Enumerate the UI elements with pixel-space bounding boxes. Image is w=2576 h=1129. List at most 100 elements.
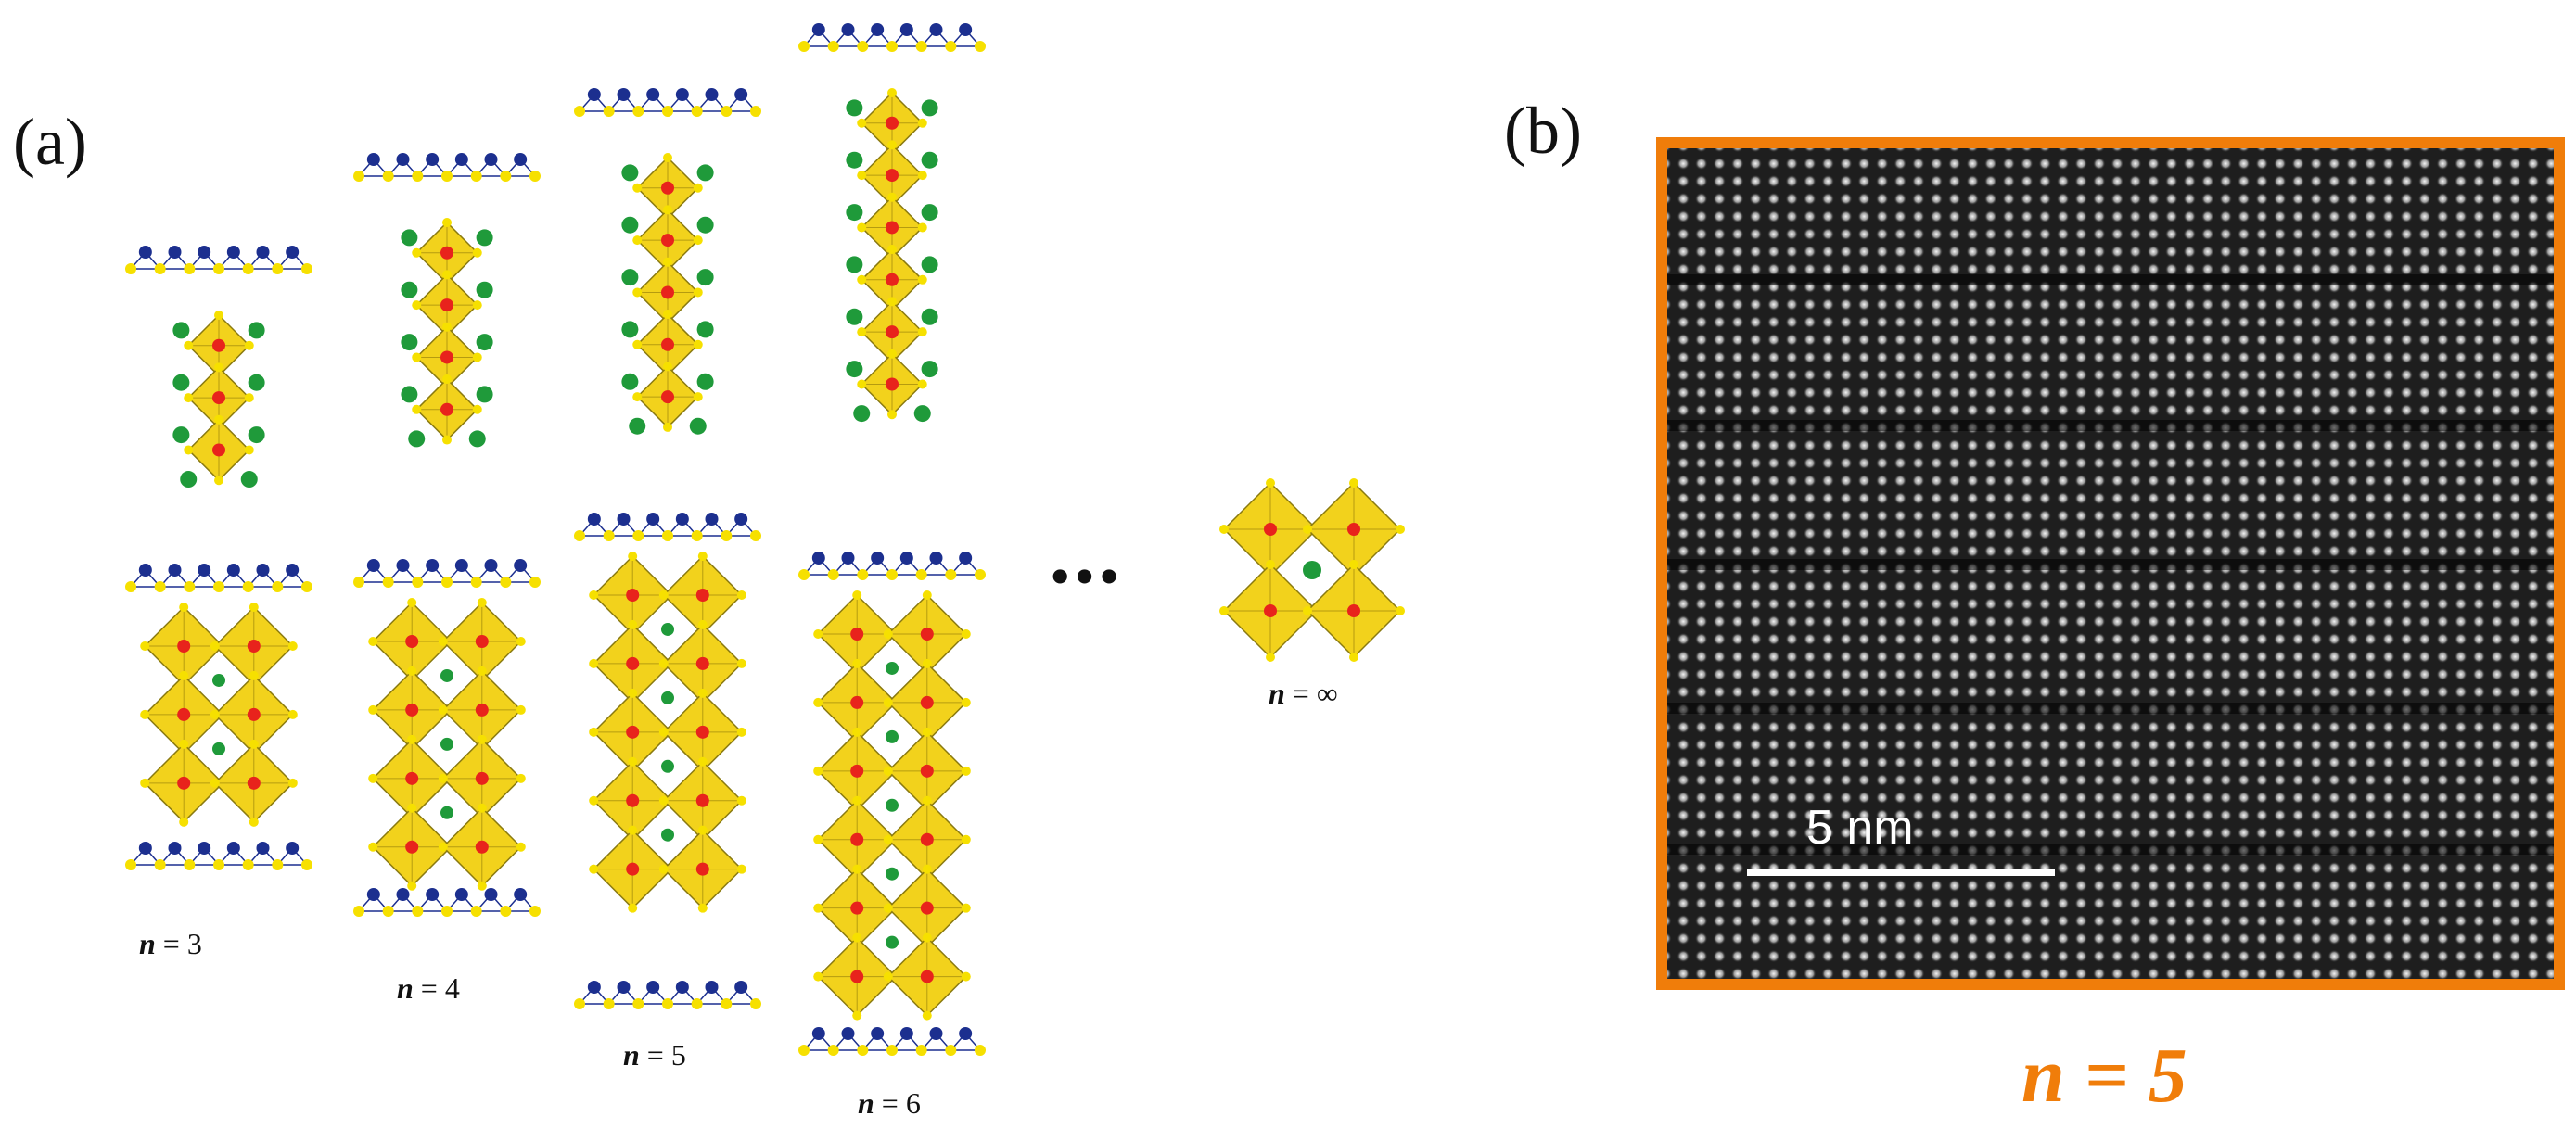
oxygen-atom (603, 530, 615, 541)
bi2o2-bond (832, 1032, 864, 1051)
oxygen-atom (213, 581, 224, 592)
bismuth-atom (675, 88, 689, 101)
oxygen-atom (693, 392, 703, 402)
oxygen-atom (154, 859, 166, 870)
bismuth-atom (871, 1027, 885, 1040)
bismuth-atom (899, 552, 913, 564)
oxygen-atom (813, 766, 823, 776)
bi2o2-bond (129, 568, 162, 588)
b-site-atom (920, 970, 934, 983)
oxygen-atom (353, 171, 364, 182)
oxygen-atom (210, 641, 220, 651)
bi2o2-bond (607, 517, 640, 537)
bi2o2-bond (275, 568, 309, 588)
a-site-atom (440, 806, 453, 819)
bi2o2-bond (275, 846, 309, 866)
oxygen-atom (852, 932, 862, 943)
oxygen-atom (472, 352, 482, 362)
a-site-atom (476, 334, 493, 351)
oxygen-atom (438, 704, 448, 715)
a-site-atom (401, 229, 418, 247)
a-site-atom (248, 322, 265, 339)
a-site-atom (468, 430, 486, 448)
b-site-atom (440, 350, 453, 364)
a-site-atom (661, 622, 674, 636)
oxygen-atom (750, 998, 761, 1009)
bismuth-atom (646, 88, 660, 101)
bi2o2-bond (578, 93, 611, 112)
bismuth-atom (366, 153, 380, 166)
oxygen-atom (301, 581, 312, 592)
oxygen-atom (516, 842, 526, 852)
bi2o2-bond (415, 893, 449, 912)
b-site-atom (247, 776, 261, 790)
a-site-atom (661, 828, 674, 842)
bi2o2-bond (387, 564, 419, 583)
oxygen-atom (945, 569, 957, 580)
oxygen-atom (179, 817, 189, 827)
a-site-atom (921, 204, 938, 222)
b-site-atom (661, 390, 674, 404)
bismuth-atom (705, 88, 719, 101)
bismuth-atom (366, 559, 380, 572)
bismuth-atom (617, 88, 631, 101)
b-site-atom (405, 840, 419, 854)
bi2o2-bond (217, 846, 250, 866)
oxygen-atom (813, 697, 823, 707)
oxygen-atom (883, 766, 893, 776)
bismuth-atom (454, 153, 468, 166)
bismuth-atom (871, 23, 885, 36)
a-site-atom (248, 374, 265, 391)
a-site-atom (476, 281, 493, 298)
bi2o2-bond (724, 985, 758, 1005)
oxygen-atom (125, 859, 136, 870)
oxygen-atom (242, 263, 254, 274)
b-site-atom (475, 771, 489, 785)
bismuth-atom (929, 1027, 943, 1040)
b-site-atom (212, 443, 225, 457)
oxygen-atom (1396, 525, 1405, 534)
b-site-atom (661, 181, 674, 195)
bi2o2-bond (445, 893, 478, 912)
oxygen-atom (242, 581, 254, 592)
bi2o2-bond (415, 158, 449, 177)
bismuth-atom (256, 842, 270, 855)
oxygen-atom (663, 205, 672, 215)
bi2o2-bond (666, 517, 699, 537)
oxygen-atom (750, 530, 761, 541)
oxygen-atom (750, 106, 761, 117)
a-site-atom (440, 737, 453, 751)
micrograph-frame (1656, 137, 2565, 990)
bi2o2-bond (861, 28, 894, 47)
a-site-atom (401, 386, 418, 403)
bismuth-atom (899, 23, 913, 36)
panel-b-label: (b) (1504, 94, 1582, 168)
oxygen-atom (961, 697, 971, 707)
oxygen-atom (827, 569, 839, 580)
oxygen-atom (691, 106, 703, 117)
bi2o2-bond (129, 846, 162, 866)
bismuth-atom (426, 153, 440, 166)
oxygen-atom (382, 171, 394, 182)
oxygen-atom (922, 864, 932, 874)
oxygen-atom (915, 41, 927, 52)
bi2o2-bond (636, 517, 670, 537)
oxygen-atom (813, 834, 823, 844)
bi2o2-bond (802, 1032, 835, 1051)
oxygen-atom (857, 41, 869, 52)
oxygen-atom (184, 393, 194, 403)
a-site-atom (913, 405, 931, 423)
oxygen-atom (697, 903, 708, 913)
oxygen-atom (368, 704, 378, 715)
oxygen-atom (798, 1045, 810, 1056)
bismuth-atom (929, 552, 943, 564)
b-site-atom (475, 703, 489, 717)
b-site-atom (661, 234, 674, 247)
b-site-atom (405, 635, 419, 648)
oxygen-atom (1396, 606, 1405, 615)
bismuth-atom (734, 981, 748, 994)
oxygen-atom (470, 171, 482, 182)
bismuth-atom (396, 559, 410, 572)
oxygen-atom (691, 530, 703, 541)
b-site-atom (850, 970, 864, 983)
